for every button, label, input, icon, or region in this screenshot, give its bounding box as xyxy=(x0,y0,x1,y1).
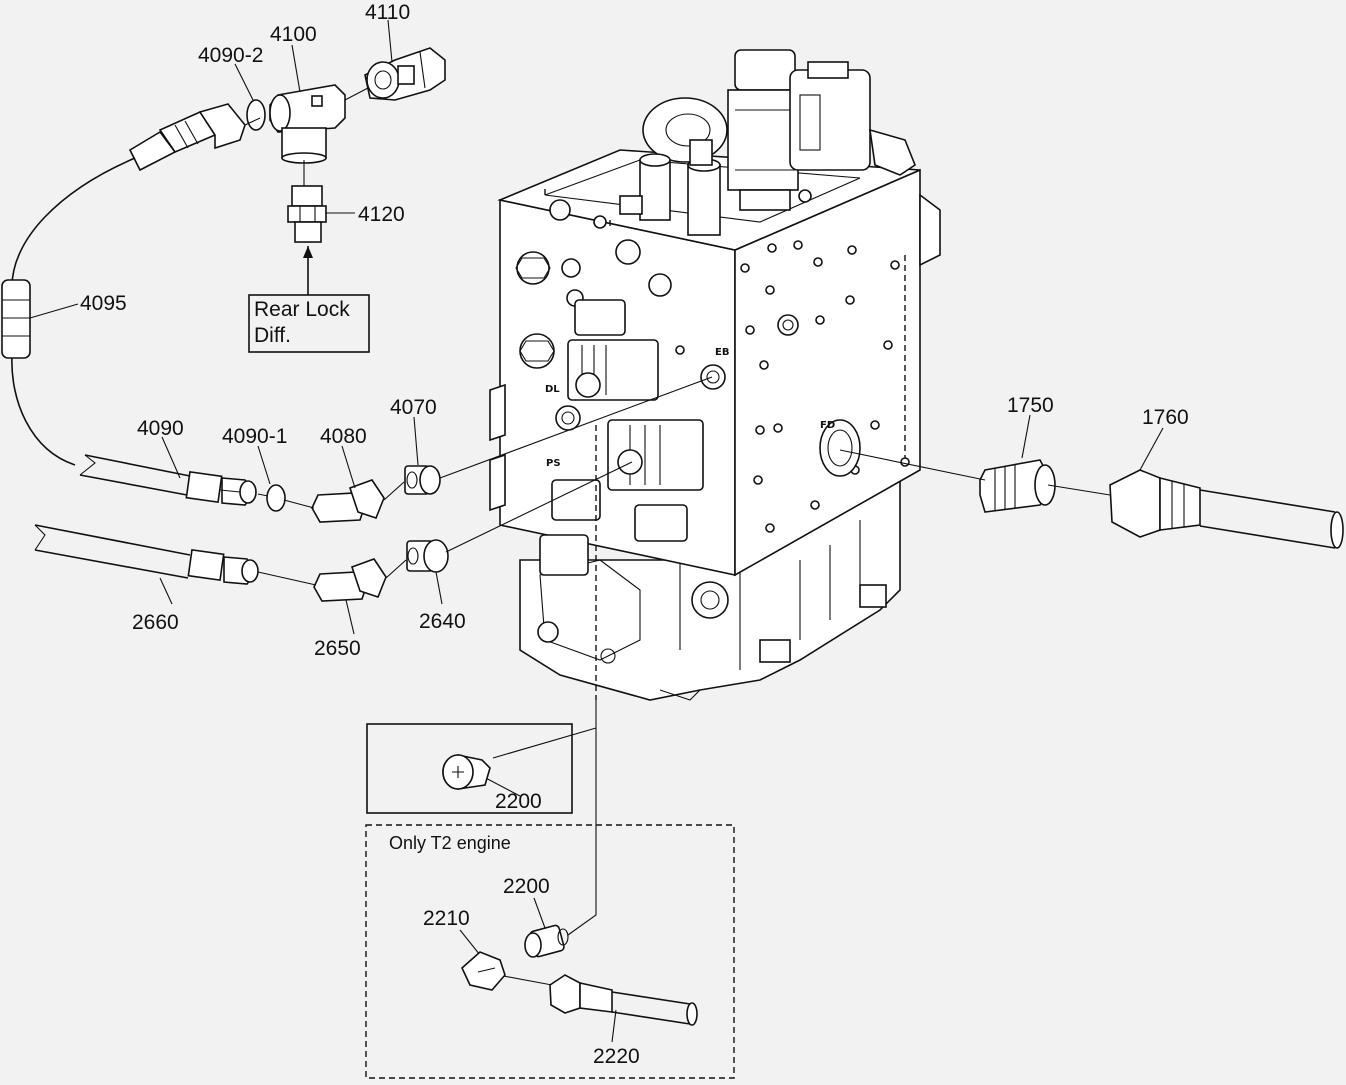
callout-4090-1: 4090-1 xyxy=(222,425,287,448)
callout-2650: 2650 xyxy=(314,637,361,660)
port-ps-mark: PS xyxy=(546,458,561,469)
callout-2220: 2220 xyxy=(593,1045,640,1068)
callout-2210: 2210 xyxy=(423,907,470,930)
part-1760-hose-fitting xyxy=(1109,469,1344,549)
plug-2200-box xyxy=(366,723,573,814)
leader-lines xyxy=(29,19,1164,1043)
part-4095-sleeve xyxy=(1,279,31,359)
callout-4080: 4080 xyxy=(320,425,367,448)
part-2200-fitting xyxy=(524,924,569,958)
callout-1750: 1750 xyxy=(1007,394,1054,417)
callout-2660: 2660 xyxy=(132,611,179,634)
t2-engine-box: Only T2 engine xyxy=(365,824,735,1079)
part-1750-adapter xyxy=(979,459,1056,513)
callout-4110: 4110 xyxy=(365,1,410,24)
callout-4070: 4070 xyxy=(390,396,437,419)
rear-lock-label-line2: Diff. xyxy=(254,324,291,347)
lifting-eye xyxy=(642,97,728,163)
part-4080-elbow xyxy=(311,479,385,523)
rear-lock-tee-assembly xyxy=(1,47,446,466)
rear-lock-label-line1: Rear Lock xyxy=(254,298,350,321)
callout-2200-plug: 2200 xyxy=(495,790,542,813)
part-4110 xyxy=(364,47,446,101)
callout-4090-2: 4090-2 xyxy=(198,44,263,67)
callout-2640: 2640 xyxy=(419,610,466,633)
callout-4100: 4100 xyxy=(270,23,317,46)
hose-4090-assembly xyxy=(79,454,441,523)
port-dl-mark: DL xyxy=(545,384,560,395)
valve-block-assembly: DL EB PS xyxy=(489,49,941,701)
callout-labels: 4110 4100 4090-2 4120 4095 4090 4090-1 4… xyxy=(80,1,1189,1068)
t2-engine-title: Only T2 engine xyxy=(389,833,511,853)
part-4100-tee xyxy=(269,84,346,164)
callout-4095: 4095 xyxy=(80,292,127,315)
hose-2660-assembly xyxy=(34,524,449,602)
port-fd-mark: FD xyxy=(820,420,835,431)
part-4095-hose-fitting xyxy=(128,103,246,172)
part-4070-fitting xyxy=(404,465,441,495)
part-2210-elbow xyxy=(461,951,506,991)
callout-4120: 4120 xyxy=(358,203,405,226)
top-cartridge xyxy=(727,49,916,211)
part-2220-hose xyxy=(549,974,698,1026)
port-eb-mark: EB xyxy=(715,347,729,358)
part-2640-fitting xyxy=(406,539,449,573)
top-fittings xyxy=(619,139,721,236)
callout-1760: 1760 xyxy=(1142,406,1189,429)
rear-lock-diff-box: Rear Lock Diff. xyxy=(248,246,370,353)
part-2650-elbow xyxy=(313,558,387,602)
part-4090-1-oring xyxy=(266,484,286,512)
callout-4090: 4090 xyxy=(137,417,184,440)
part-4120 xyxy=(287,185,327,243)
part-4090-2-oring xyxy=(246,99,266,131)
callout-2200-fitting: 2200 xyxy=(503,875,550,898)
